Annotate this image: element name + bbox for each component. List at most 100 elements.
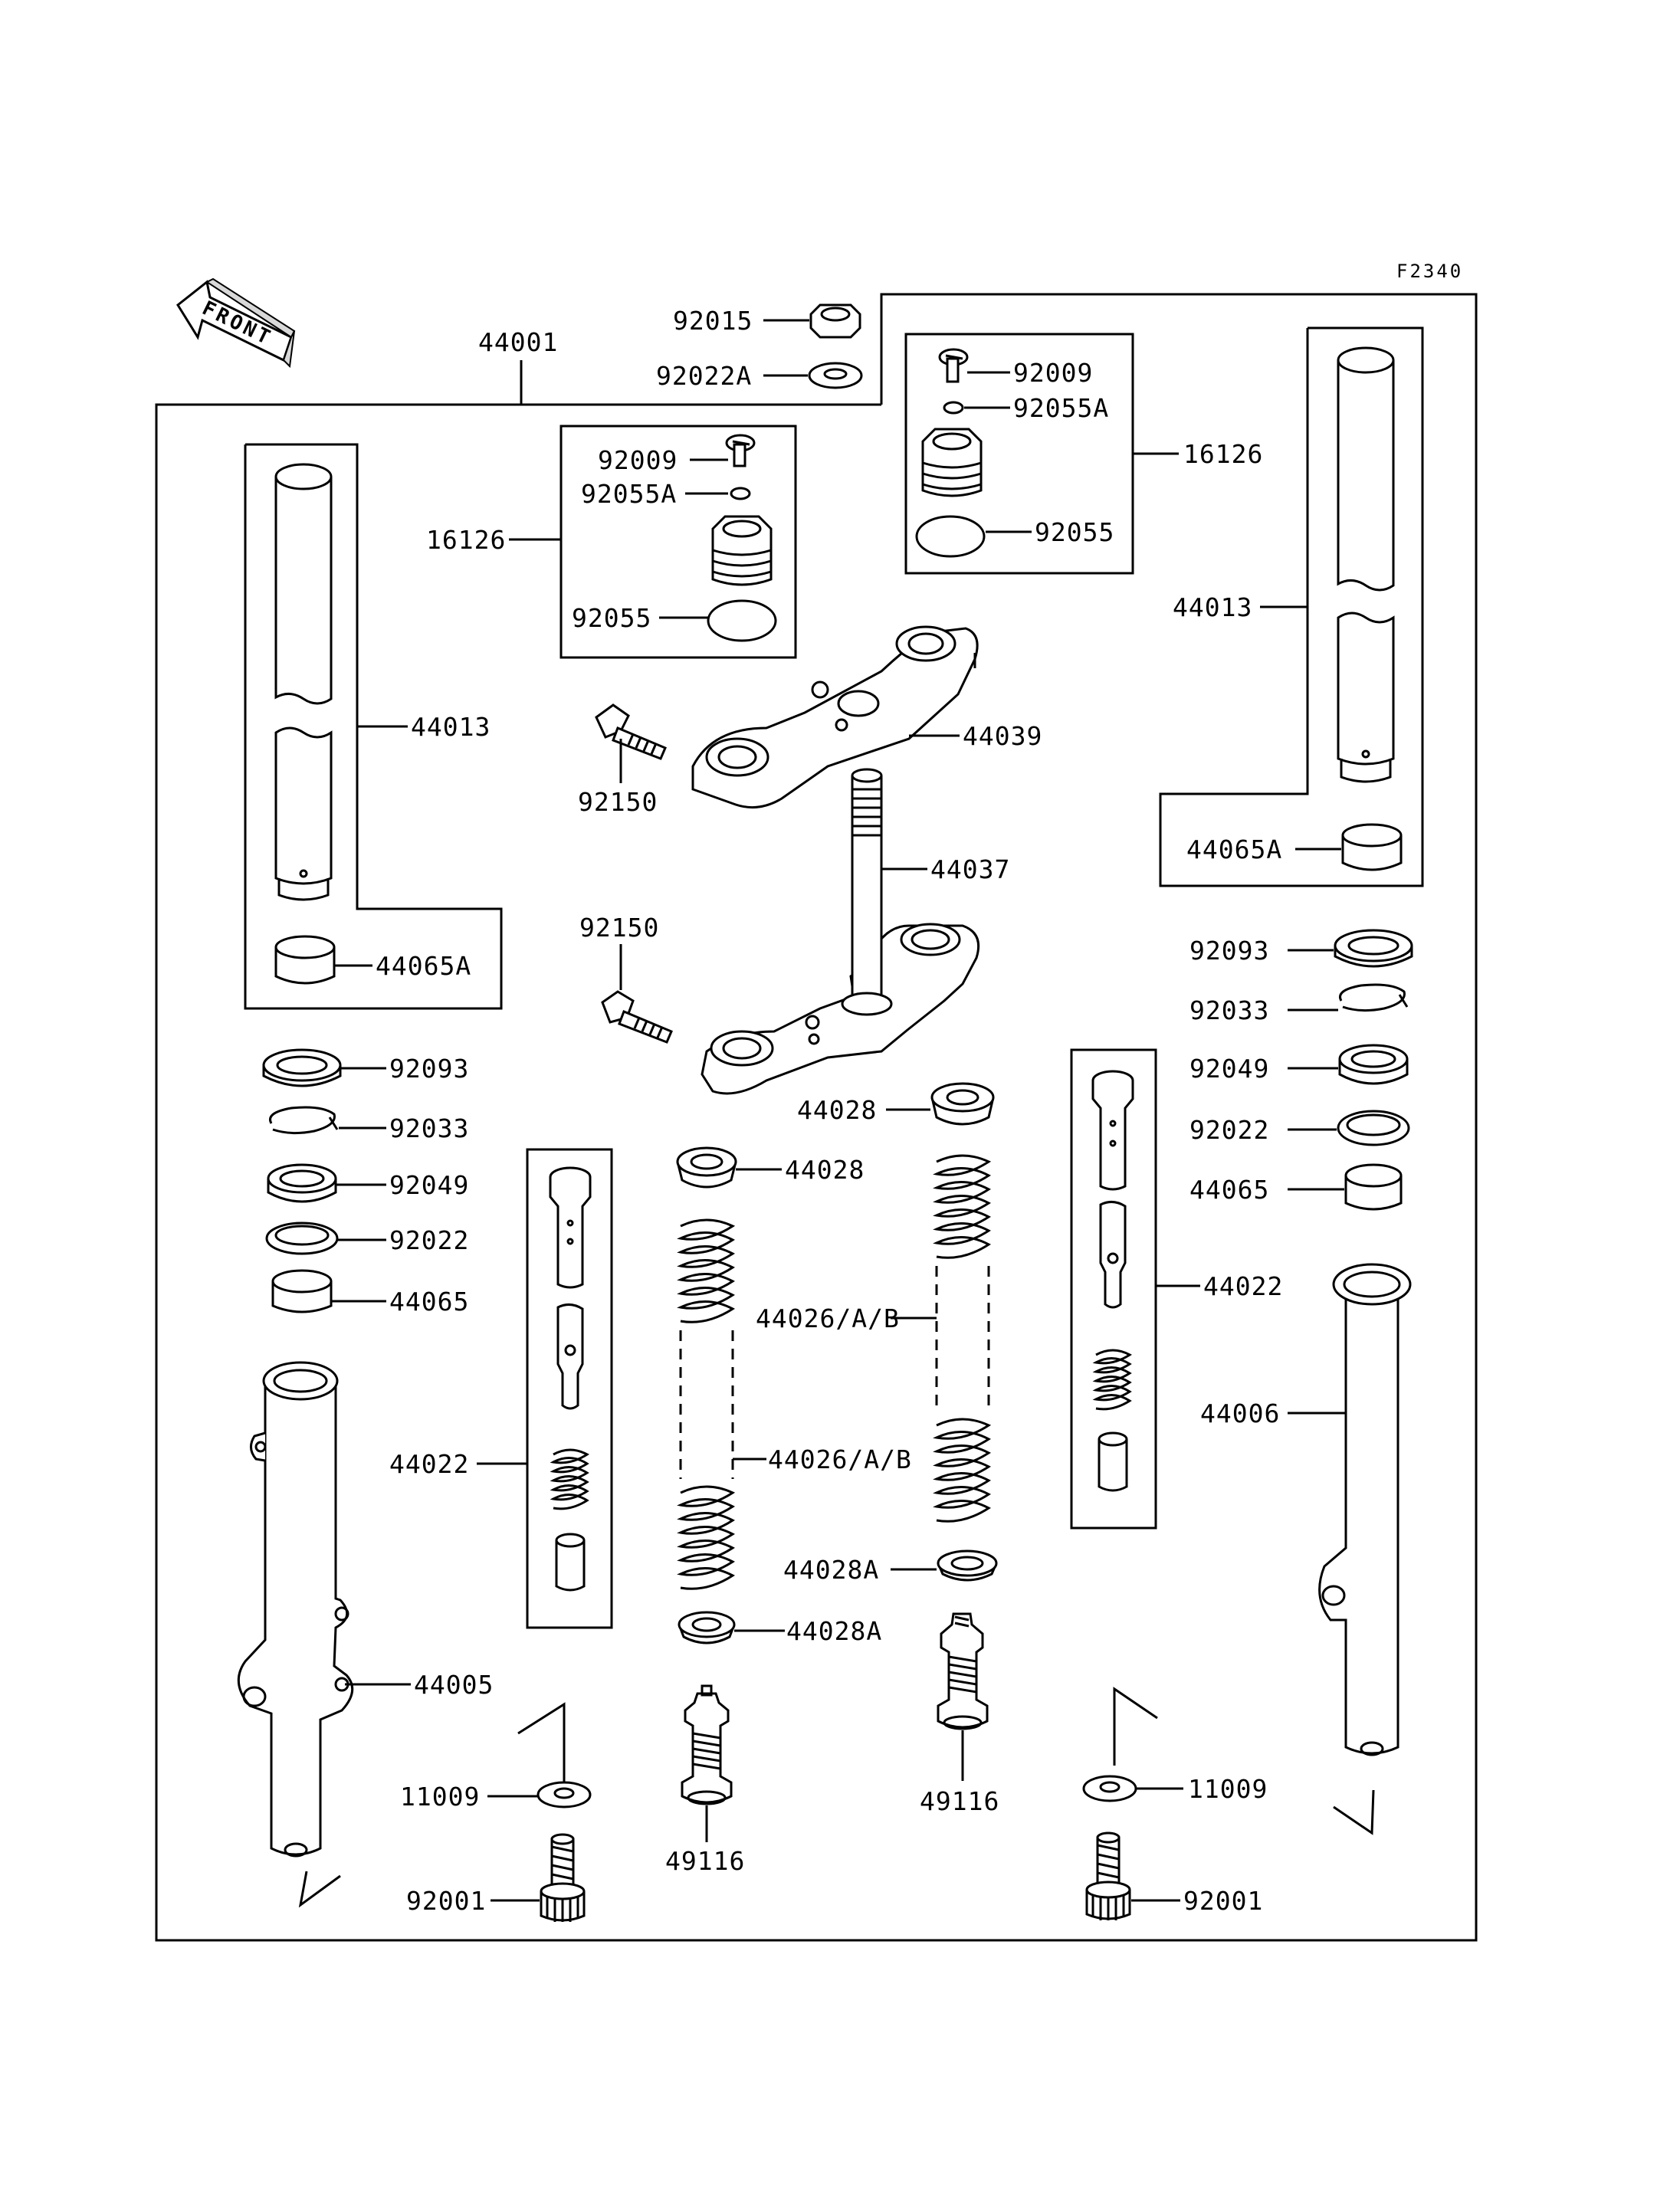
washer-92022-left xyxy=(265,1221,339,1255)
label-44065-right: 44065 xyxy=(1189,1175,1269,1205)
label-92009-left: 92009 xyxy=(598,445,678,475)
label-44001: 44001 xyxy=(478,327,558,357)
bushing-44065A-left xyxy=(274,935,336,985)
bushing-44065-right xyxy=(1344,1163,1403,1211)
washer-92022-right xyxy=(1337,1110,1410,1146)
washer-11009-left xyxy=(536,1781,592,1808)
left-cap-box xyxy=(559,425,797,659)
label-92055-right: 92055 xyxy=(1035,517,1114,547)
washer-11009-right xyxy=(1082,1775,1137,1802)
oring-92055A-right xyxy=(943,401,964,415)
spring-seat-44028A-left xyxy=(678,1611,736,1644)
label-92055A-left: 92055A xyxy=(581,479,677,509)
label-49116-right: 49116 xyxy=(920,1786,999,1816)
front-direction-arrow: FRONT xyxy=(176,277,296,369)
label-16126-left: 16126 xyxy=(426,525,506,555)
label-44022-right: 44022 xyxy=(1203,1271,1283,1301)
label-44028A-right: 44028A xyxy=(783,1555,879,1585)
right-tube-box xyxy=(1159,326,1424,887)
label-92093-left: 92093 xyxy=(389,1054,469,1084)
label-92022A: 92022A xyxy=(656,361,752,391)
clip-92033-left xyxy=(269,1106,339,1135)
dust-seal-92093-left xyxy=(262,1048,342,1087)
label-44037: 44037 xyxy=(930,854,1010,884)
label-44065A-left: 44065A xyxy=(376,951,471,981)
oil-seal-92049-left xyxy=(267,1163,337,1203)
spring-44026-left xyxy=(677,1218,736,1590)
oring-92055-right xyxy=(915,515,986,558)
label-44039: 44039 xyxy=(963,721,1042,751)
label-44013-right: 44013 xyxy=(1173,592,1252,622)
spring-seat-44028A-right xyxy=(937,1549,998,1582)
fork-cap-bolt-right xyxy=(921,428,983,497)
label-16126-right: 16126 xyxy=(1183,439,1263,469)
steering-stem-44037 xyxy=(701,768,980,1095)
label-92001-left: 92001 xyxy=(406,1886,486,1916)
bolt-92150-lower xyxy=(601,990,673,1044)
label-44026-upper: 44026/A/B xyxy=(756,1303,900,1333)
label-11009-right: 11009 xyxy=(1188,1774,1268,1804)
label-92055A-right: 92055A xyxy=(1013,393,1109,423)
diagram-code: F2340 xyxy=(1396,261,1463,282)
outer-tube-44006 xyxy=(1318,1263,1412,1756)
damper-rod-44022-right xyxy=(1091,1070,1134,1492)
clip-92033-right xyxy=(1339,983,1409,1012)
label-11009-left: 11009 xyxy=(400,1782,480,1812)
fork-cap-bolt-left xyxy=(711,515,773,586)
bushing-44065-left xyxy=(271,1269,333,1313)
right-damper-box xyxy=(1070,1048,1157,1530)
label-92022-right: 92022 xyxy=(1189,1115,1269,1145)
label-44028-left: 44028 xyxy=(785,1155,865,1185)
label-92055-left: 92055 xyxy=(572,603,651,633)
label-92033-left: 92033 xyxy=(389,1113,469,1143)
left-tube-box xyxy=(244,443,503,1010)
label-92049-right: 92049 xyxy=(1189,1054,1269,1084)
damper-rod-44022-left xyxy=(549,1166,592,1592)
label-92150-upper: 92150 xyxy=(578,787,658,817)
label-44065A-right: 44065A xyxy=(1186,835,1282,864)
right-bolt-indicator xyxy=(1113,1687,1158,1766)
label-92033-right: 92033 xyxy=(1189,995,1269,1025)
label-44005: 44005 xyxy=(414,1670,494,1700)
nut-92015 xyxy=(809,303,861,339)
label-49116-left: 49116 xyxy=(665,1846,745,1876)
label-92009-right: 92009 xyxy=(1013,358,1093,388)
washer-92022A xyxy=(808,362,863,389)
spring-seat-44028-right xyxy=(930,1082,995,1126)
label-44006: 44006 xyxy=(1200,1399,1280,1428)
assembly-frame xyxy=(155,293,1478,1942)
label-92022-left: 92022 xyxy=(389,1225,469,1255)
oring-92055A-left xyxy=(730,487,751,500)
valve-49116-left xyxy=(681,1684,733,1805)
screw-92009-right xyxy=(938,348,969,383)
dust-seal-92093-right xyxy=(1334,929,1413,968)
oring-92055-left xyxy=(707,599,777,642)
label-92093-right: 92093 xyxy=(1189,936,1269,966)
bolt-92001-right xyxy=(1085,1831,1131,1920)
fork-tube-44013-left xyxy=(274,463,333,901)
upper-clamp-44039 xyxy=(691,625,979,809)
label-44028A-left: 44028A xyxy=(786,1616,882,1646)
label-44028-right: 44028 xyxy=(797,1095,877,1125)
label-44026-lower: 44026/A/B xyxy=(768,1444,912,1474)
label-92150-lower: 92150 xyxy=(579,913,659,943)
bolt-92150-upper xyxy=(595,703,667,760)
left-damper-box xyxy=(526,1148,613,1629)
label-92049-left: 92049 xyxy=(389,1170,469,1200)
label-44065-left: 44065 xyxy=(389,1287,469,1317)
label-44013-left: 44013 xyxy=(411,712,491,742)
spring-44026-right xyxy=(933,1154,992,1523)
label-92015: 92015 xyxy=(673,306,753,336)
left-bolt-indicator xyxy=(517,1702,566,1784)
bolt-92001-left xyxy=(540,1833,586,1922)
valve-49116-right xyxy=(937,1612,989,1730)
spring-seat-44028-left xyxy=(676,1146,737,1189)
screw-92009-left xyxy=(725,434,756,467)
oil-seal-92049-right xyxy=(1338,1044,1409,1085)
right-tube-bottom-indicator xyxy=(1333,1789,1375,1835)
fork-tube-44013-right xyxy=(1337,346,1395,783)
bushing-44065A-right xyxy=(1341,823,1403,871)
label-44022-left: 44022 xyxy=(389,1449,469,1479)
label-92001-right: 92001 xyxy=(1183,1886,1263,1916)
